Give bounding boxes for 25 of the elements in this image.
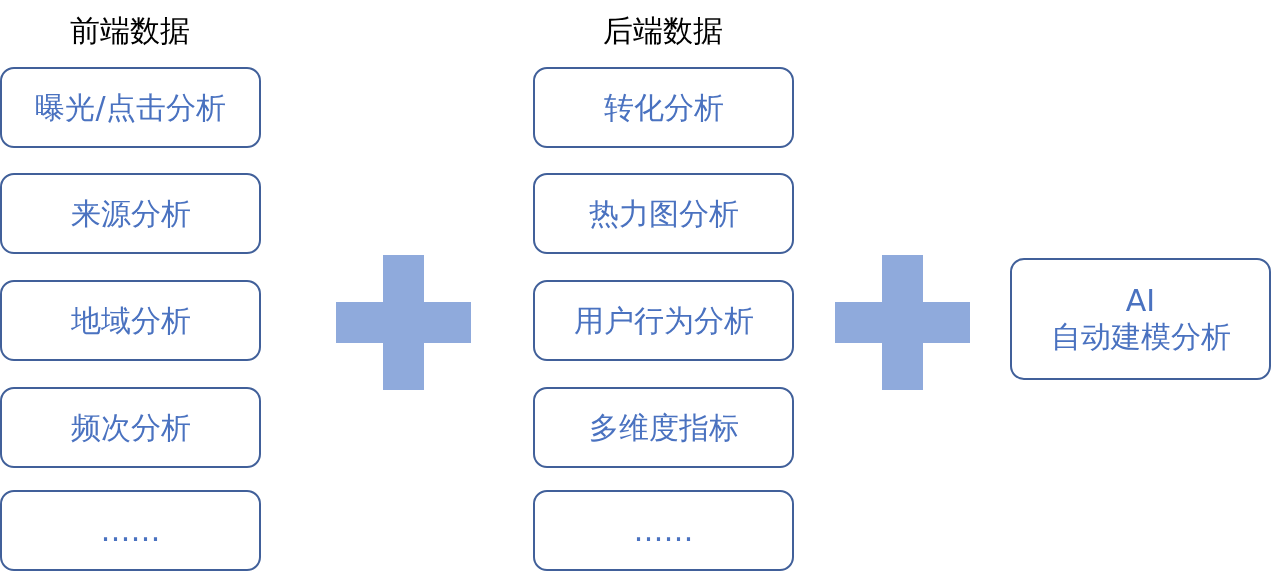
analysis-box <box>0 67 261 148</box>
analysis-box <box>533 387 794 468</box>
analysis-box <box>533 490 794 571</box>
analysis-text: 来源分析 <box>70 195 191 232</box>
analysis-text: 用户行为分析 <box>573 302 754 339</box>
analysis-text: 曝光/点击分析 <box>35 89 226 126</box>
result-box <box>1010 258 1271 380</box>
analysis-text: 地域分析 <box>70 302 191 339</box>
analysis-text: 多维度指标 <box>588 409 739 446</box>
analysis-box <box>0 173 261 254</box>
analysis-text: 转化分析 <box>603 89 724 126</box>
analysis-text: …… <box>633 512 694 549</box>
analysis-box <box>533 280 794 361</box>
analysis-text: 热力图分析 <box>588 195 739 232</box>
analysis-text: 自动建模分析 <box>1050 319 1231 355</box>
analysis-box <box>533 173 794 254</box>
analysis-box <box>0 387 261 468</box>
column-heading: 后端数据 <box>603 13 723 49</box>
column-heading: 前端数据 <box>70 13 190 49</box>
analysis-text: 频次分析 <box>70 409 191 446</box>
analysis-box <box>0 280 261 361</box>
analysis-box <box>0 490 261 571</box>
analysis-box <box>533 67 794 148</box>
analysis-text: AI <box>1125 283 1156 319</box>
analysis-text: …… <box>100 512 161 549</box>
